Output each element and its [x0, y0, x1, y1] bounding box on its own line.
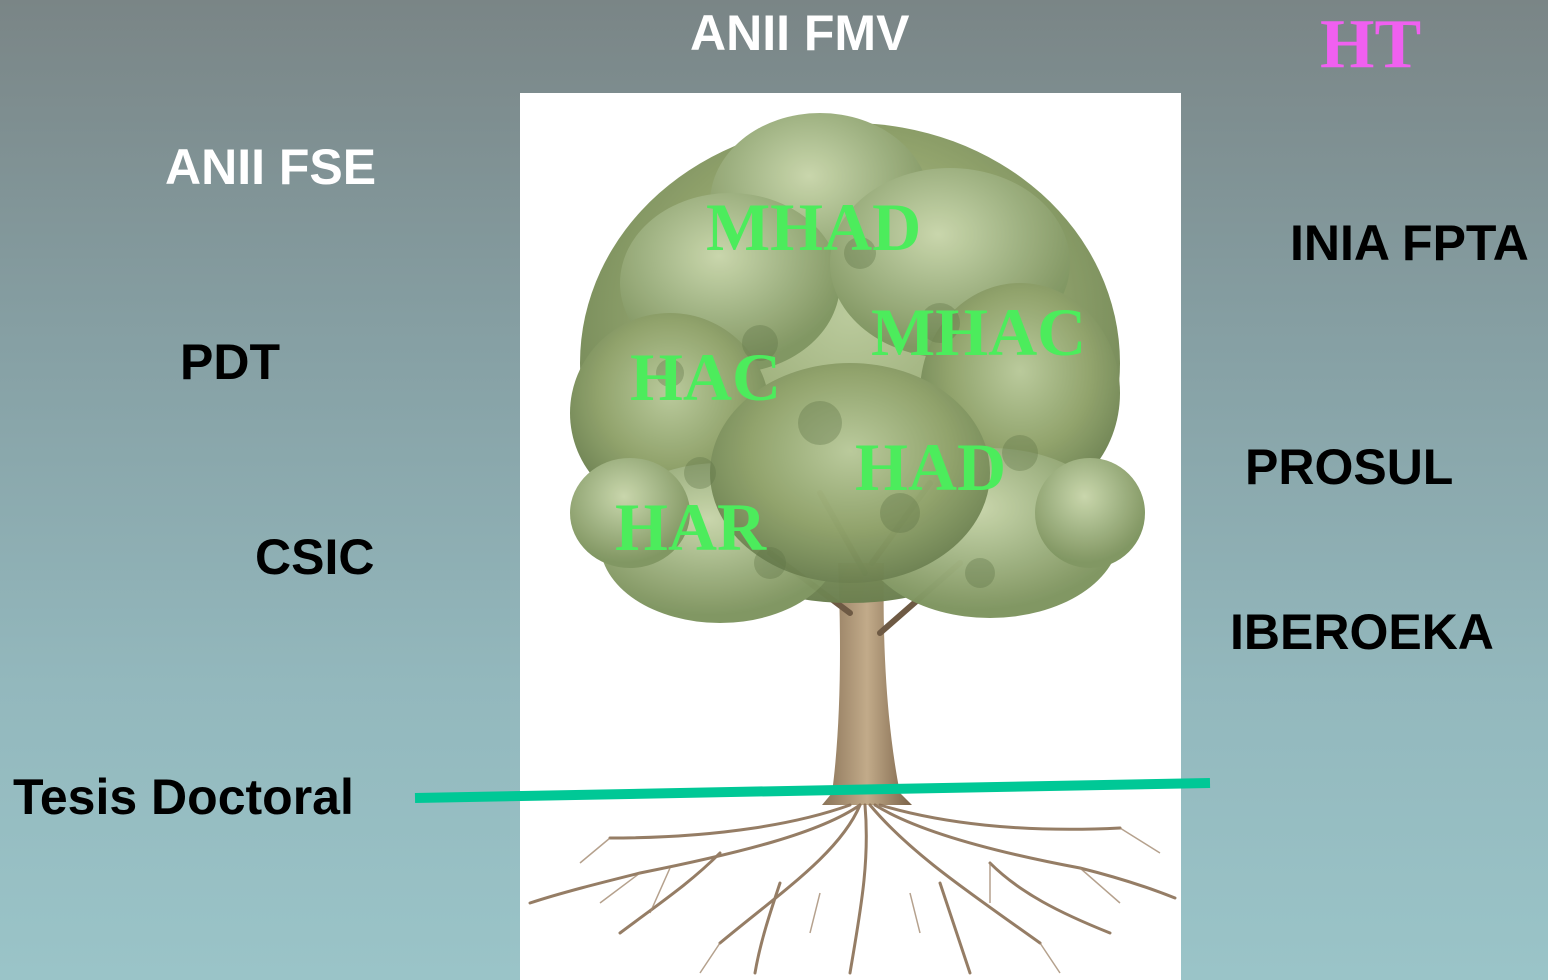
label-tesis-doctoral: Tesis Doctoral — [13, 772, 354, 822]
tree-label-hac: HAC — [630, 343, 781, 411]
label-inia-fpta: INIA FPTA — [1290, 218, 1529, 268]
tree-panel: MHAD MHAC HAC HAD HAR — [520, 93, 1181, 980]
label-anii-fse: ANII FSE — [165, 142, 376, 192]
label-csic: CSIC — [255, 532, 374, 582]
label-prosul: PROSUL — [1245, 442, 1453, 492]
tree-label-mhac: MHAC — [871, 298, 1086, 366]
tree-label-har: HAR — [615, 493, 766, 561]
title-anii-fmv: ANII FMV — [690, 8, 909, 58]
label-ht: HT — [1320, 10, 1421, 80]
label-iberoeka: IBEROEKA — [1230, 607, 1494, 657]
label-pdt: PDT — [180, 337, 280, 387]
tree-label-mhad: MHAD — [706, 193, 921, 261]
tree-label-had: HAD — [855, 433, 1006, 501]
